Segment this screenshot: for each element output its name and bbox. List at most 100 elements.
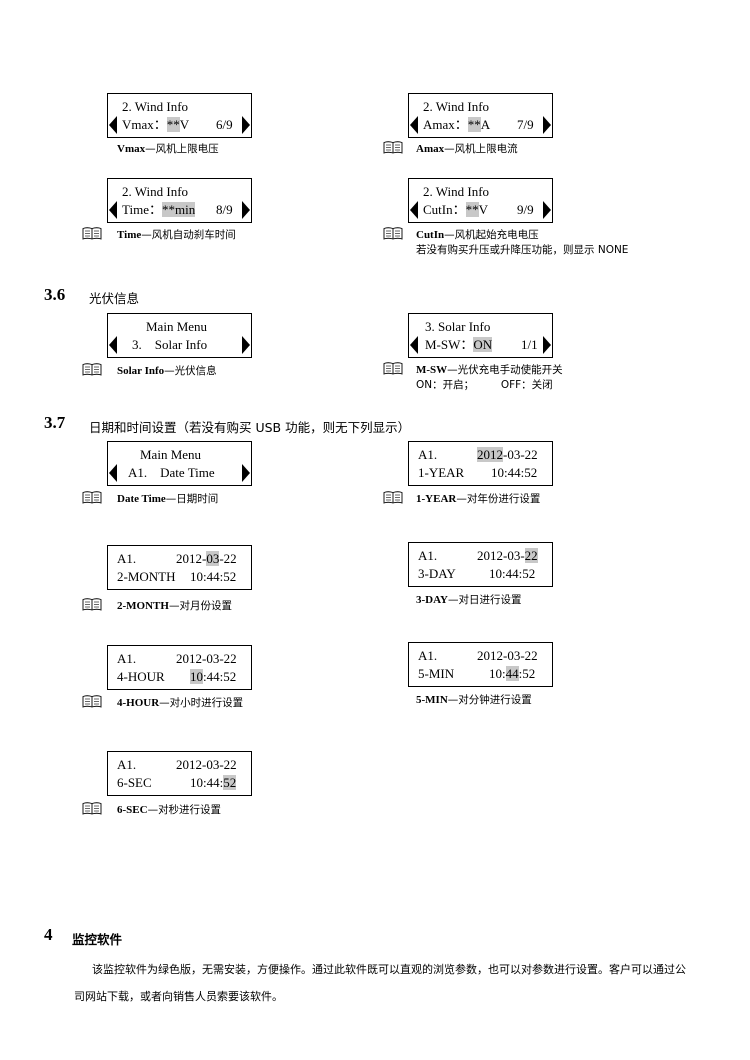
book-icon (82, 491, 102, 504)
lcd-line1: 2. Wind Info (423, 99, 490, 114)
lcd-date-rest: -03-22 (503, 447, 538, 462)
lcd-line1: 3. Solar Info (425, 319, 491, 334)
lcd-page: 6/9 (216, 117, 233, 132)
lcd-unit: A (480, 117, 491, 132)
lcd-date-pre: 2012-03- (477, 548, 525, 563)
lcd-line1: 2. Wind Info (423, 184, 490, 199)
lcd-mode: 1-YEAR (418, 465, 465, 480)
lcd-line1: 2. Wind Info (122, 99, 189, 114)
book-icon (82, 695, 102, 708)
caption-hour: 4-HOUR—对小时进行设置 (117, 697, 244, 709)
caption-msw: M-SW—光伏充电手动使能开关 (416, 364, 563, 376)
book-icon (82, 598, 102, 611)
caption-year: 1-YEAR—对年份进行设置 (416, 493, 541, 505)
lcd-mode: 5-MIN (418, 666, 455, 681)
lcd-solar-info: 3. Solar Info M-SW：ON 1/1 (408, 313, 553, 358)
book-icon (82, 227, 102, 240)
lcd-mode: 2-MONTH (117, 569, 176, 584)
left-arrow-icon (410, 201, 418, 219)
lcd-highlight: 52 (223, 775, 237, 790)
lcd-highlight: 10 (190, 669, 203, 684)
caption-msw-note: ON：开启； OFF：关闭 (416, 379, 553, 391)
lcd-time-pre: 10: (489, 666, 506, 681)
caption-cutin-note: 若没有购买升压或升降压功能，则显示 NONE (416, 244, 629, 256)
body-paragraph-line: 司网站下载，或者向销售人员索要该软件。 (74, 990, 283, 1003)
book-icon (82, 802, 102, 815)
section-title: 监控软件 (72, 932, 123, 947)
lcd-sec: A1. 2012-03-22 6-SEC 10:44:52 (107, 751, 252, 796)
lcd-mode: 3-DAY (418, 566, 456, 581)
right-arrow-icon (242, 336, 250, 354)
lcd-time: 10:44:52 (489, 566, 536, 581)
lcd-page: 1/1 (521, 337, 538, 352)
lcd-a1: A1. (418, 648, 438, 663)
left-arrow-icon (109, 201, 117, 219)
lcd-highlight: 44 (505, 666, 519, 681)
left-arrow-icon (410, 336, 418, 354)
right-arrow-icon (543, 116, 551, 134)
lcd-date: 2012-03-22 (176, 757, 237, 772)
lcd-date: 2012-03-22 (477, 648, 538, 663)
lcd-vmax: 2. Wind Info Vmax：**V 6/9 (107, 93, 252, 138)
body-paragraph-line: 该监控软件为绿色版，无需安装，方便操作。通过此软件既可以直观的浏览参数，也可以对… (92, 963, 686, 976)
lcd-line1: 2. Wind Info (122, 184, 189, 199)
lcd-cutin: 2. Wind Info CutIn：**V 9/9 (408, 178, 553, 223)
section-number: 3.6 (44, 285, 66, 304)
lcd-value: ** (467, 117, 481, 132)
lcd-time-post: :44:52 (203, 669, 237, 684)
lcd-mode: 6-SEC (117, 775, 152, 790)
lcd-value: ** (465, 202, 479, 217)
lcd-label: Time： (122, 202, 162, 217)
lcd-highlight: 03 (206, 551, 220, 566)
lcd-a1: A1. (418, 447, 438, 462)
caption-datetime: Date Time—日期时间 (117, 493, 219, 505)
lcd-label: Amax： (423, 117, 468, 132)
lcd-min: A1. 2012-03-22 5-MIN 10:44:52 (408, 642, 553, 687)
book-icon (383, 491, 403, 504)
lcd-day: A1. 2012-03-22 3-DAY 10:44:52 (408, 542, 553, 587)
lcd-line2: A1. Date Time (128, 465, 215, 480)
lcd-a1: A1. (117, 651, 137, 666)
section-number: 4 (44, 925, 53, 944)
right-arrow-icon (242, 116, 250, 134)
lcd-amax: 2. Wind Info Amax：**A 7/9 (408, 93, 553, 138)
right-arrow-icon (543, 201, 551, 219)
lcd-mode: 4-HOUR (117, 669, 165, 684)
lcd-page: 8/9 (216, 202, 233, 217)
lcd-a1: A1. (117, 757, 137, 772)
lcd-highlight: 22 (524, 548, 538, 563)
left-arrow-icon (109, 464, 117, 482)
book-icon (383, 141, 403, 154)
lcd-time: 10:44:52 (190, 569, 237, 584)
caption-amax: Amax—风机上限电流 (416, 143, 518, 155)
lcd-unit: V (179, 117, 190, 132)
caption-min: 5-MIN—对分钟进行设置 (416, 694, 532, 706)
lcd-page: 7/9 (517, 117, 534, 132)
lcd-label: M-SW： (425, 337, 474, 352)
caption-vmax: Vmax—风机上限电压 (117, 143, 219, 155)
lcd-a1: A1. (418, 548, 438, 563)
section-title: 光伏信息 (89, 291, 140, 306)
lcd-label: Vmax： (122, 117, 167, 132)
right-arrow-icon (242, 201, 250, 219)
caption-time: Time—风机自动刹车时间 (117, 229, 236, 241)
lcd-label: CutIn： (423, 202, 466, 217)
lcd-date-post: -22 (219, 551, 237, 566)
lcd-value: **min (161, 202, 196, 217)
lcd-month: A1. 2012-03-22 2-MONTH 10:44:52 (107, 545, 252, 590)
left-arrow-icon (410, 116, 418, 134)
lcd-date: 2012-03-22 (176, 651, 237, 666)
lcd-time-post: :52 (518, 666, 536, 681)
lcd-line1: Main Menu (140, 447, 202, 462)
book-icon (383, 362, 403, 375)
lcd-highlight: 2012 (477, 447, 503, 462)
left-arrow-icon (109, 116, 117, 134)
lcd-page: 9/9 (517, 202, 534, 217)
right-arrow-icon (242, 464, 250, 482)
caption-day: 3-DAY—对日进行设置 (416, 594, 522, 606)
caption-sec: 6-SEC—对秒进行设置 (117, 804, 222, 816)
lcd-value: ON (473, 337, 493, 352)
lcd-time: 2. Wind Info Time：**min 8/9 (107, 178, 252, 223)
lcd-time: 10:44:52 (491, 465, 538, 480)
lcd-date-pre: 2012- (176, 551, 207, 566)
